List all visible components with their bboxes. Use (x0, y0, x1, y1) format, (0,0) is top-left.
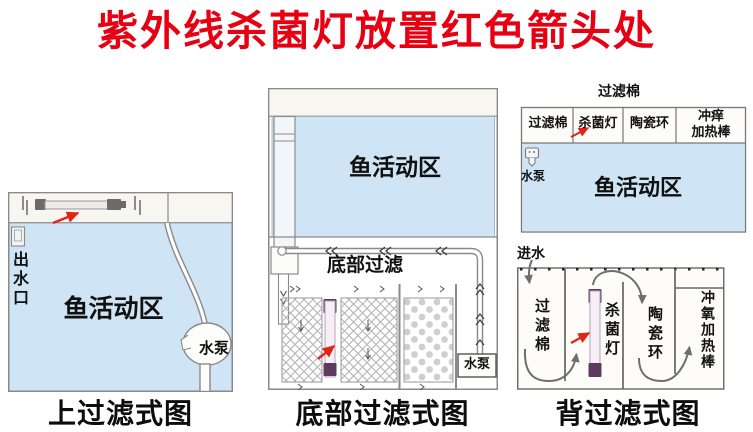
tray-hatch-marks (22, 196, 141, 215)
pump-label: 水泵 (199, 339, 230, 357)
return-pipe (277, 246, 484, 354)
pump-box (457, 353, 497, 378)
page-title: 紫外线杀菌灯放置红色箭头处 (97, 7, 656, 55)
compartment-filter-cotton-label: 过滤棉 (533, 298, 551, 355)
red-arrow-icon (570, 127, 590, 138)
bottom-filter-diagram: 鱼活动区 底部过滤 水泵 (268, 88, 498, 390)
top-filter-diagram: 出水口 鱼活动区 水泵 (8, 192, 233, 392)
caption-back-filter: 背过滤式图 (555, 397, 701, 430)
fish-area-label: 鱼活动区 (349, 155, 441, 181)
fish-area-label: 鱼活动区 (63, 294, 164, 323)
back-filter-bottom-diagram: 进水 过滤棉 杀菌灯 陶瓷环 冲氧加热棒 (517, 246, 729, 392)
overflow-pipe (273, 115, 296, 249)
uv-lamp-icon (588, 289, 602, 377)
filter-cotton-header-label: 过滤棉 (598, 84, 640, 100)
cell-ceramic-ring-label: 陶瓷环 (629, 116, 669, 131)
red-arrow-icon (570, 331, 591, 345)
bottom-filter-drawing (268, 88, 498, 390)
water-area (522, 143, 745, 231)
sump-label: 底部过滤 (326, 254, 403, 276)
cell-uv-lamp-label: 杀菌灯 (578, 116, 618, 131)
cell-heater-label-line1: 冲痒 (697, 109, 724, 124)
cell-filter-cotton-label: 过滤棉 (528, 116, 568, 131)
caption-top-filter: 上过滤式图 (47, 397, 193, 430)
tank-lid (268, 88, 498, 117)
red-arrow-icon (52, 211, 80, 225)
back-filter-bottom-drawing (517, 259, 725, 390)
flow-left-arrows (325, 246, 448, 256)
back-filter-top-diagram: 过滤棉 过滤棉 杀菌灯 陶瓷环 冲痒加热棒 水泵 鱼活动区 (517, 84, 747, 233)
uv-lamp-icon (323, 299, 337, 378)
filter-media-block (340, 297, 398, 383)
outlet-icon (10, 226, 26, 247)
pump-icon (180, 322, 232, 392)
inlet-label: 进水 (517, 246, 545, 262)
outlet-label: 出水口 (10, 251, 29, 308)
bio-media-block (403, 297, 454, 383)
cell-heater-label-line2: 加热棒 (691, 125, 731, 140)
flow-up-arrows (475, 283, 485, 346)
pump-icon (524, 147, 540, 167)
filter-media-block (281, 297, 323, 383)
uv-lamp-icon (35, 199, 126, 210)
pump-label: 水泵 (463, 357, 490, 372)
caption-bottom-filter: 底部过滤式图 (295, 397, 470, 430)
flow-marks (289, 285, 445, 390)
cell-heater-label: 冲痒加热棒 (677, 109, 745, 141)
compartment-heater-label: 冲氧加热棒 (699, 290, 715, 370)
top-filter-drawing (8, 192, 233, 392)
compartment-uv-lamp-label: 杀菌灯 (603, 302, 621, 359)
back-filter-top-drawing (520, 106, 747, 233)
red-arrow-icon (317, 345, 336, 360)
fish-area-label: 鱼活动区 (593, 176, 682, 201)
compartment-ceramic-ring-label: 陶瓷环 (646, 306, 664, 363)
pump-label: 水泵 (521, 169, 546, 183)
water-flow-arrows (523, 259, 693, 383)
